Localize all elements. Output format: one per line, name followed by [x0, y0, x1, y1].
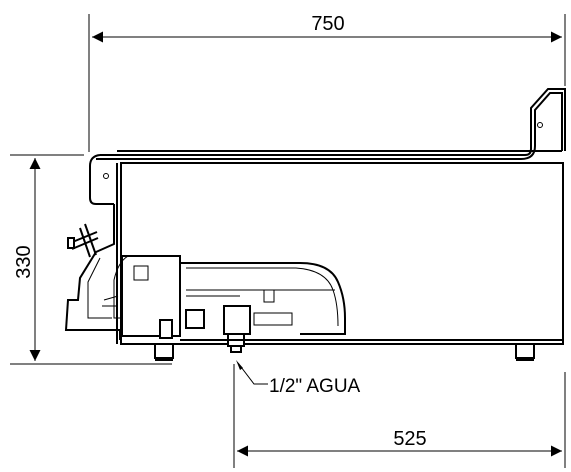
control-knob: [67, 223, 99, 258]
dimension-overall-width: 750: [88, 13, 566, 152]
dimension-label-525: 525: [393, 428, 426, 450]
water-inlet-label: 1/2" AGUA: [269, 376, 361, 397]
leader-arrow: [236, 360, 243, 370]
valve-small: [263, 289, 275, 303]
lower-tank: [180, 262, 346, 335]
main-cabinet: [120, 162, 564, 345]
front-foot: [154, 343, 174, 361]
connector-block: [185, 309, 205, 329]
dimension-label-750: 750: [311, 13, 344, 35]
leader-line: [237, 362, 268, 385]
water-fitting-nut: [230, 345, 242, 353]
top-panel-outline: [89, 88, 566, 205]
back-foot: [515, 343, 535, 361]
front-bracket: [64, 204, 121, 340]
screw-hole-back: [537, 122, 543, 128]
dimension-height: 330: [10, 154, 172, 365]
support-bracket: [159, 319, 173, 339]
water-valve: [223, 305, 251, 335]
valve-block: [133, 265, 149, 281]
water-inlet-callout: 1/2" AGUA: [236, 360, 361, 397]
front-bracket-inner: [87, 257, 112, 319]
screw-hole-front: [103, 173, 109, 179]
dimension-water-offset: 525: [233, 364, 566, 468]
dimension-label-330: 330: [13, 245, 35, 278]
appliance-outline: [64, 88, 566, 361]
water-pipe: [253, 312, 293, 326]
